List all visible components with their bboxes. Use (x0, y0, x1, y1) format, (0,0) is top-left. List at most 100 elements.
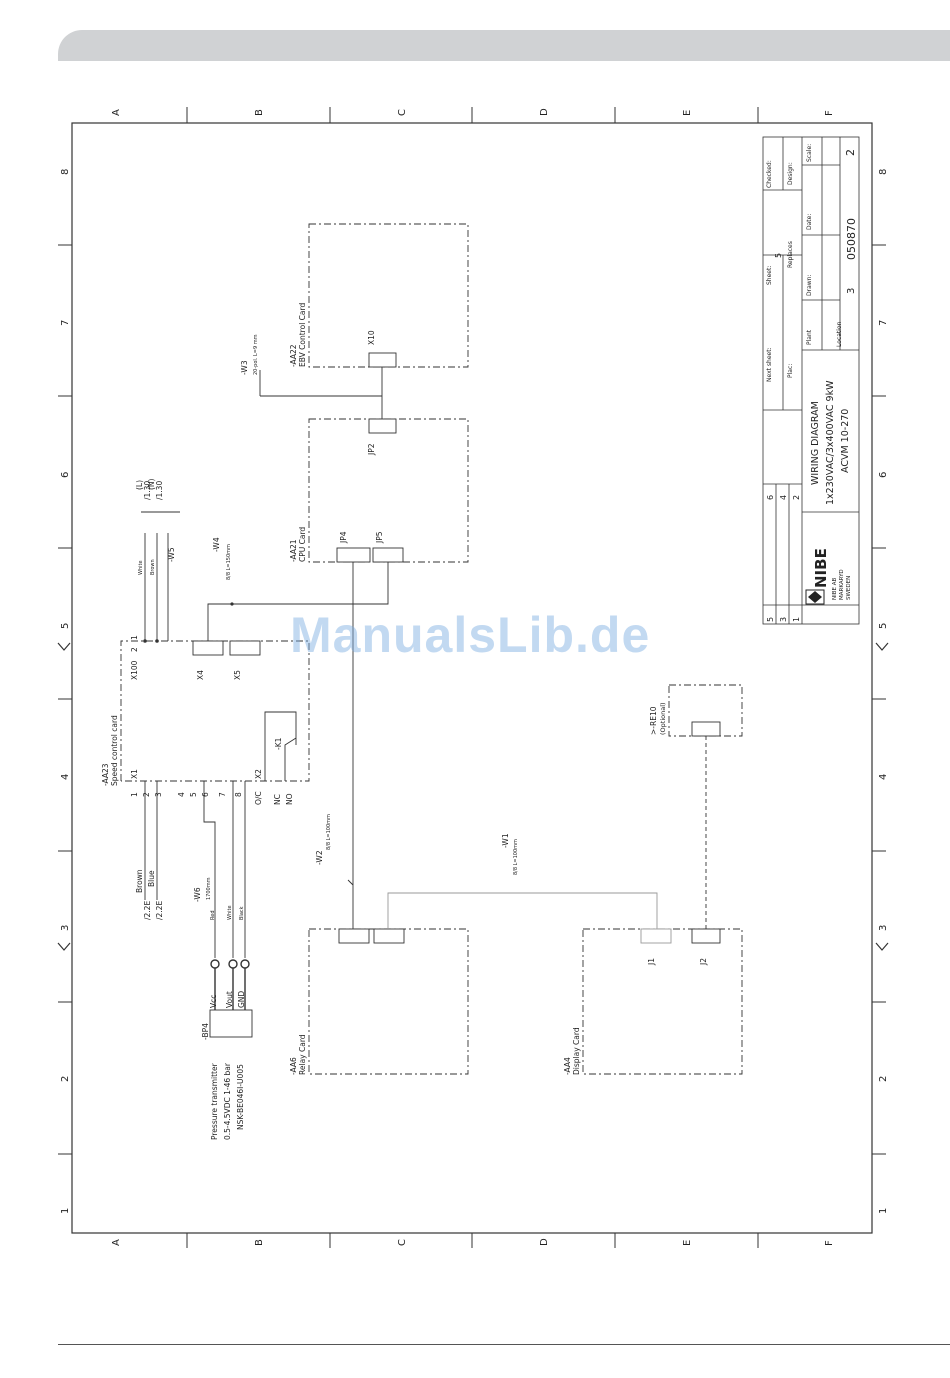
checked-label: Checked: (766, 160, 773, 188)
jp2-label: JP2 (367, 443, 376, 456)
frame-ticks (58, 107, 886, 1248)
rev-number: 1 (792, 617, 801, 622)
section-arrows (57, 642, 889, 951)
rev-number: 2 (792, 495, 801, 500)
jp5-label: JP5 (375, 531, 384, 544)
col-letter: F (824, 110, 835, 116)
rev-number: 4 (779, 495, 788, 500)
relay-connector-2 (373, 928, 405, 944)
connector-jp4 (336, 547, 371, 563)
col-letter: C (397, 1239, 408, 1246)
row-number: 5 (878, 623, 889, 629)
next-sheet-label: Next sheet: (766, 347, 773, 382)
connector-j2 (691, 928, 721, 944)
row-number: 5 (60, 623, 71, 629)
date-label: Date: (806, 214, 813, 230)
net-n: (N) (147, 478, 156, 490)
sheet-label: Sheet: (766, 266, 773, 285)
wire-brown-label: Brown (150, 559, 156, 575)
rev-number: 5 (766, 617, 775, 622)
no-label: NO (285, 793, 294, 805)
diagram-model: ACVM 10-270 (840, 409, 851, 473)
row-number: 1 (60, 1208, 71, 1214)
diagram-title: WIRING DIAGRAM (810, 401, 821, 485)
x100-label: X100 (130, 660, 139, 680)
sheet-value: 5 (774, 253, 783, 258)
ebv-control-card-box (308, 223, 469, 368)
aa22-name: EBV Control Card (298, 303, 307, 367)
x2-label: X2 (254, 769, 263, 779)
pressure-transmitter-box (209, 1009, 253, 1038)
display-card-box (582, 928, 743, 1075)
logo-text: NIBE (812, 548, 830, 588)
jp4-label: JP4 (339, 531, 348, 544)
page-header-bar (58, 30, 950, 61)
row-number: 4 (60, 774, 71, 780)
replaces-label: Replaces (787, 241, 794, 268)
row-number: 3 (878, 925, 889, 931)
ref-2e-1: /2.2E (143, 901, 152, 920)
watermark: ManualsLib.de (290, 607, 651, 663)
k1-label: -K1 (274, 737, 283, 750)
x1-brown: Brown (135, 869, 144, 893)
doc-number: 050870 (845, 218, 858, 260)
column-letters-bottom: A B C D E F (111, 1238, 835, 1246)
w4-ref: -W4 (212, 537, 221, 552)
nibe-logo: NIBE (805, 548, 830, 605)
net-l: (L) (135, 480, 144, 490)
row-number: 8 (60, 169, 71, 175)
aa6-name: Relay Card (298, 1034, 307, 1075)
row-numbers-right: 8 7 6 5 4 3 2 1 (878, 169, 889, 1214)
connector-jp2 (368, 418, 397, 434)
col-letter: D (539, 108, 550, 116)
aa21-name: CPU Card (298, 527, 307, 562)
diagram-subtitle: 1x230VAC/3x400VAC 9kW (825, 380, 836, 505)
pt-line2: 0.5-4.5VDC 1-46 bar (223, 1062, 232, 1140)
col-letter: D (539, 1238, 550, 1246)
row-number: 7 (878, 320, 889, 326)
col-letter: A (111, 1239, 122, 1246)
drawn-label: Drawn: (806, 275, 813, 297)
w1-spec: 8/8 L=100mm (513, 839, 519, 875)
w2-ref: -W2 (315, 850, 324, 865)
aa6-ref: -AA6 (289, 1057, 298, 1075)
w6-ref: -W6 (193, 887, 202, 902)
x10-label: X10 (367, 330, 376, 345)
bp4-ref: -BP4 (201, 1023, 210, 1040)
aa22-ref: -AA22 (289, 344, 298, 367)
doc-suffix: 2 (844, 149, 857, 156)
pin-vout: Vout (225, 991, 234, 1008)
connector-re10 (691, 721, 721, 737)
row-number: 8 (878, 169, 889, 175)
row-number: 6 (60, 472, 71, 478)
x1-label: X1 (130, 769, 139, 779)
aa23-ref: -AA23 (101, 763, 110, 786)
row-number: 7 (60, 320, 71, 326)
aa4-name: Display Card (572, 1027, 581, 1075)
rev-number: 6 (766, 495, 775, 500)
cpu-card-box (308, 418, 469, 563)
j1-label: J1 (647, 958, 656, 966)
company-city: MARKARYD (839, 569, 845, 600)
col-letter: A (111, 109, 122, 116)
j2-label: J2 (699, 958, 708, 966)
wire-red: Red (210, 911, 216, 921)
re10-optional: (Optional) (659, 702, 667, 735)
row-numbers-left: 8 7 6 5 4 3 2 1 (60, 169, 71, 1214)
x100-pin2: 2 (130, 647, 139, 652)
ref-2e-2: /2.2E (155, 901, 164, 920)
row-number: 3 (60, 925, 71, 931)
col-letter: B (254, 1239, 265, 1246)
col-letter: E (682, 110, 693, 116)
place-label: Plac: (787, 364, 794, 378)
pin-vcc: Vcc (209, 995, 218, 1008)
x1-pin: 2 (142, 792, 151, 797)
title-block (762, 136, 860, 625)
pt-line3: NSK-BE046I-U005 (236, 1064, 245, 1130)
row-number: 2 (878, 1076, 889, 1082)
sensor-plugs (210, 959, 250, 1010)
rev-number: 3 (779, 617, 788, 622)
component-labels: -AA22 EBV Control Card X10 JP2 -W3 20-po… (101, 303, 708, 1140)
x5-label: X5 (233, 670, 242, 680)
